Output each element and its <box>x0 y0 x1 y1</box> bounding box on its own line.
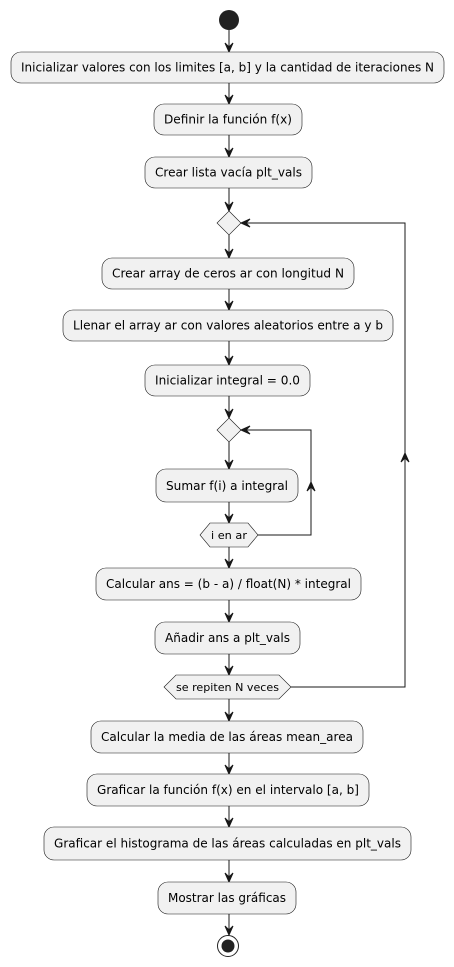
step-append-ans-label: Añadir ans a plt_vals <box>165 630 290 645</box>
step-plot-histogram <box>43 826 412 861</box>
step-calc-mean-label: Calcular la media de las áreas mean_area <box>101 729 353 744</box>
step-plot-function <box>86 773 370 807</box>
arrowhead <box>239 218 251 228</box>
arrowhead <box>224 665 234 677</box>
step-fill-array-label: Llenar el array ar con valores aleatorio… <box>73 318 383 333</box>
edge-outer-loop-back <box>246 222 406 688</box>
step-show-plots <box>157 881 297 915</box>
inner-loop-merge-diamond <box>216 417 242 443</box>
inner-loop-condition-label: i en ar <box>211 529 247 542</box>
arrowhead <box>224 147 234 159</box>
arrowhead <box>224 612 234 624</box>
inner-loop-condition <box>199 522 259 548</box>
arrowhead <box>224 42 234 54</box>
outer-loop-merge-diamond <box>216 210 242 236</box>
arrowhead <box>224 872 234 884</box>
arrowhead <box>224 513 234 525</box>
step-create-list-label: Crear lista vacía plt_vals <box>155 165 302 180</box>
arrowhead <box>224 355 234 367</box>
step-calc-ans-label: Calcular ans = (b - a) / float(N) * inte… <box>106 576 351 591</box>
outer-loop-condition <box>163 674 292 700</box>
arrowhead <box>224 300 234 312</box>
arrowhead <box>224 94 234 106</box>
arrowhead <box>306 480 316 492</box>
arrowhead <box>224 925 234 937</box>
step-define-function-label: Definir la función f(x) <box>164 112 292 127</box>
arrowhead <box>239 425 251 435</box>
step-sum-integral <box>155 468 299 503</box>
step-init-integral <box>144 364 311 397</box>
arrowhead <box>224 764 234 776</box>
arrowhead <box>224 201 234 213</box>
arrowhead <box>224 558 234 570</box>
arrowhead <box>224 248 234 260</box>
arrowhead <box>224 459 234 471</box>
step-create-array-label: Crear array de ceros ar con longitud N <box>112 266 344 281</box>
step-init-values <box>10 51 445 84</box>
step-show-plots-label: Mostrar las gráficas <box>168 890 286 905</box>
step-define-function <box>153 103 303 136</box>
end-node <box>217 935 239 957</box>
arrowhead <box>400 451 410 463</box>
step-append-ans <box>154 621 301 655</box>
step-calc-mean <box>90 720 364 754</box>
step-init-values-label: Inicializar valores con los limites [a, … <box>21 60 434 75</box>
step-plot-function-label: Graficar la función f(x) en el intervalo… <box>97 782 359 797</box>
step-fill-array <box>62 309 394 342</box>
step-create-array <box>101 257 355 290</box>
step-sum-integral-label: Sumar f(i) a integral <box>166 478 288 493</box>
outer-loop-condition-label: se repiten N veces <box>176 681 279 694</box>
step-init-integral-label: Inicializar integral = 0.0 <box>155 373 300 388</box>
start-node <box>219 10 239 30</box>
arrowhead <box>224 408 234 420</box>
step-plot-histogram-label: Graficar el histograma de las áreas calc… <box>54 836 401 851</box>
arrowhead <box>224 711 234 723</box>
arrowhead <box>224 817 234 829</box>
